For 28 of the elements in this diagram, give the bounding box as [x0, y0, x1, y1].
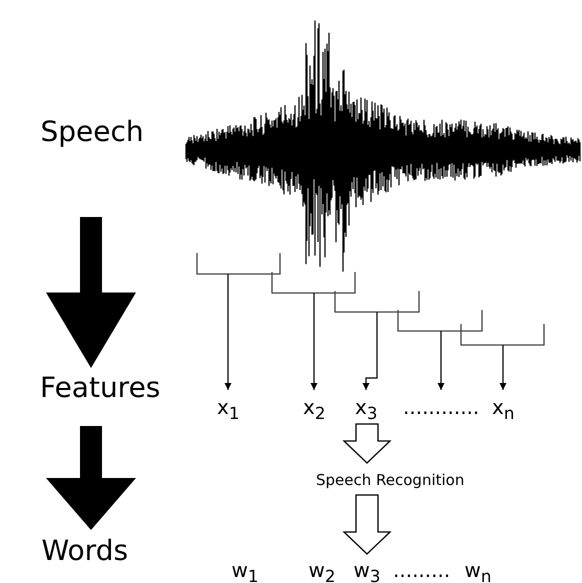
undefined: w$_{1}$	[232, 558, 258, 582]
block-arrow	[46, 217, 136, 368]
undefined: w$_{3}$	[354, 558, 380, 582]
undefined: x$_{3}$	[355, 392, 378, 422]
arrow	[310, 293, 318, 390]
arrow	[224, 274, 232, 390]
undefined: Speech	[40, 112, 144, 152]
arrow	[362, 312, 378, 390]
undefined: x$_{2}$	[303, 392, 326, 422]
undefined: Words	[42, 530, 128, 572]
ellipsis: .........	[393, 558, 450, 582]
undefined: Features	[40, 368, 160, 408]
undefined: w$_{2}$	[308, 558, 336, 582]
window-bracket	[334, 291, 420, 313]
window-bracket	[397, 310, 483, 332]
block-arrow	[342, 494, 392, 555]
arrow	[438, 331, 444, 390]
undefined: x$_{n}$	[492, 392, 514, 422]
undefined: Speech Recognition	[316, 467, 464, 493]
undefined: w$_{n}$	[464, 558, 492, 582]
undefined: ............	[403, 392, 480, 422]
block-arrow	[46, 426, 136, 530]
arrow	[500, 345, 506, 390]
undefined: x$_{1}$	[217, 392, 240, 422]
window-bracket	[196, 253, 281, 275]
window-bracket	[271, 272, 356, 294]
block-arrow	[342, 423, 392, 464]
window-bracket	[460, 324, 545, 346]
